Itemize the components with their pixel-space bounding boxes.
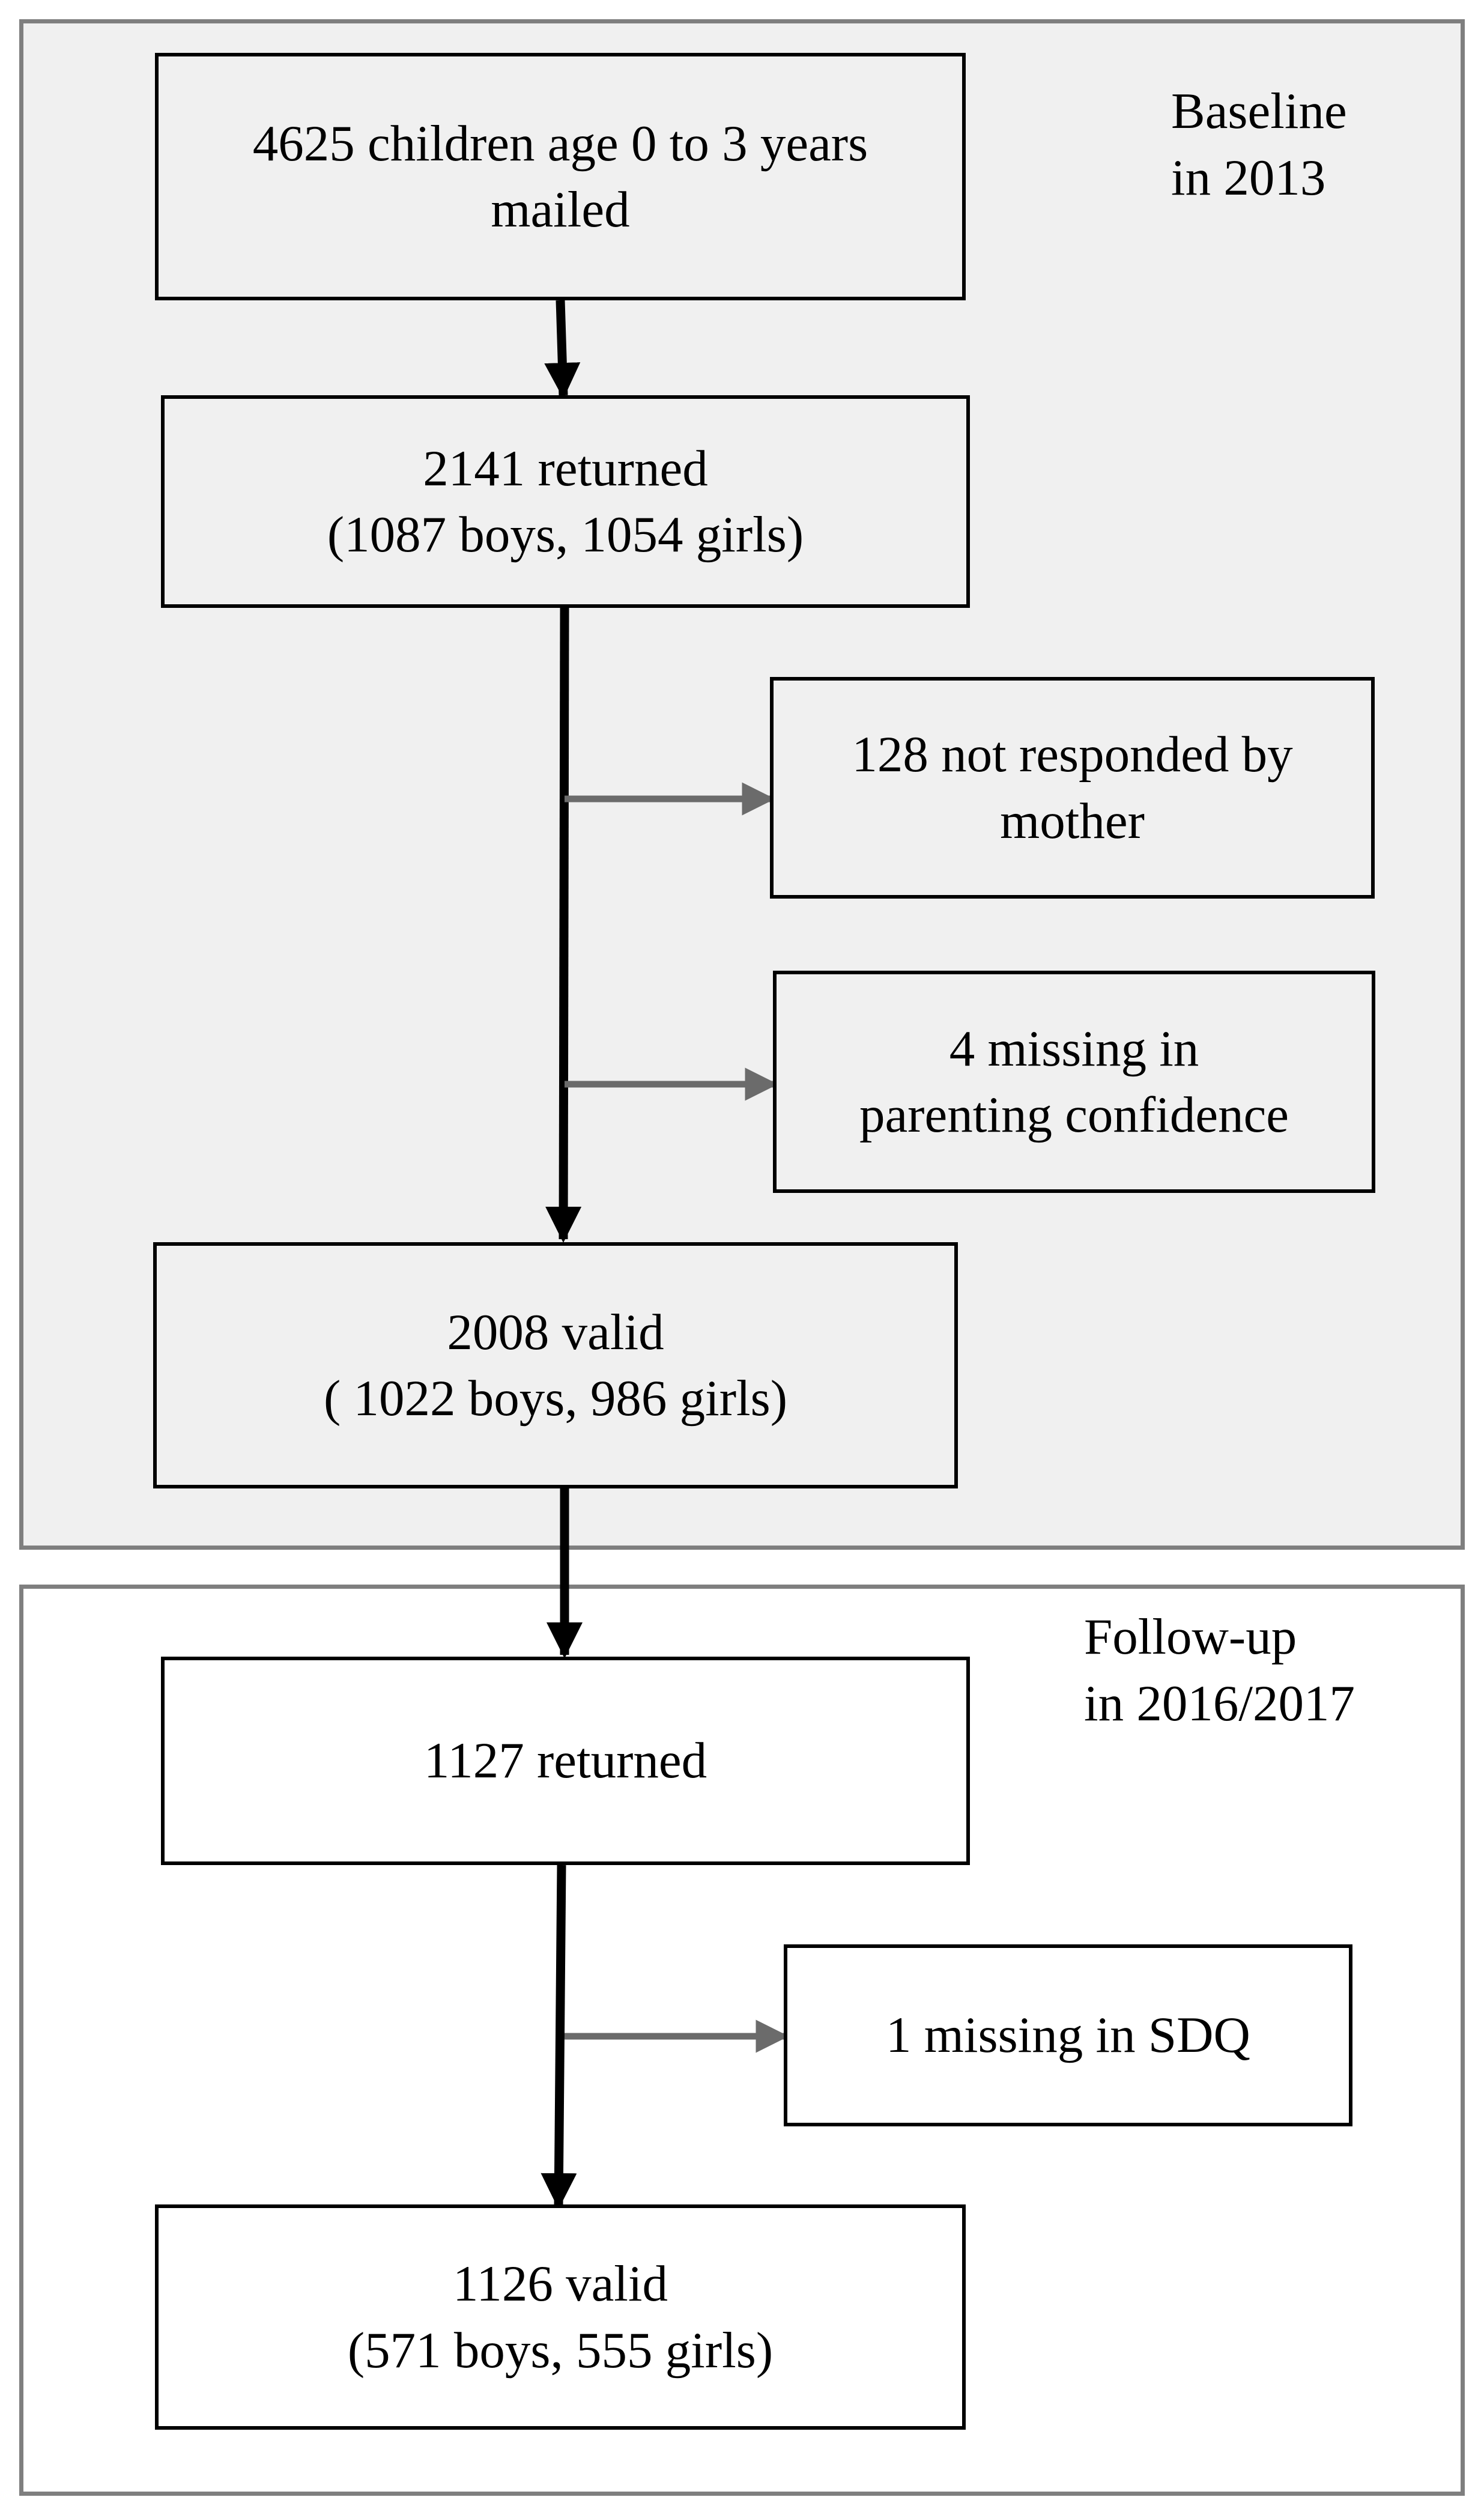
box-excluded-mother-line1: 128 not responded by bbox=[852, 726, 1293, 783]
followup-label-line1: Follow-up bbox=[1084, 1609, 1297, 1665]
box-excluded-confidence-line1: 4 missing in bbox=[949, 1020, 1199, 1077]
box-valid-followup-line1: 1126 valid bbox=[452, 2256, 668, 2312]
box-returned-2013-line2: (1087 boys, 1054 girls) bbox=[327, 506, 804, 563]
box-valid-2013: 2008 valid ( 1022 boys, 986 girls) bbox=[153, 1242, 958, 1488]
box-valid-2013-line1: 2008 valid bbox=[447, 1303, 664, 1361]
box-mailed: 4625 children age 0 to 3 years mailed bbox=[155, 53, 966, 300]
baseline-label-line1: Baseline bbox=[1171, 83, 1347, 139]
box-excluded-sdq: 1 missing in SDQ bbox=[784, 1944, 1352, 2126]
box-valid-followup-line2: (571 boys, 555 girls) bbox=[347, 2322, 774, 2379]
arrow-returned-to-valid bbox=[545, 607, 582, 1243]
followup-label: Follow-up in 2016/2017 bbox=[1084, 1604, 1355, 1737]
box-mailed-line2: mailed bbox=[491, 181, 630, 238]
box-mailed-line1: 4625 children age 0 to 3 years bbox=[252, 115, 868, 172]
box-excluded-confidence-line2: parenting confidence bbox=[859, 1087, 1289, 1143]
box-returned-followup-line1: 1127 returned bbox=[423, 1732, 707, 1789]
box-excluded-mother-line2: mother bbox=[1000, 792, 1145, 849]
baseline-label: Baseline in 2013 bbox=[1171, 78, 1347, 211]
arrow-mailed-to-returned bbox=[544, 300, 581, 399]
box-excluded-mother: 128 not responded by mother bbox=[770, 677, 1375, 899]
box-returned-2013: 2141 returned (1087 boys, 1054 girls) bbox=[161, 395, 970, 608]
arrow-followup-to-valid bbox=[541, 1864, 577, 2209]
baseline-label-line2: in 2013 bbox=[1171, 149, 1326, 206]
box-excluded-sdq-line1: 1 missing in SDQ bbox=[886, 2007, 1250, 2064]
box-valid-followup: 1126 valid (571 boys, 555 girls) bbox=[155, 2204, 966, 2430]
box-returned-followup: 1127 returned bbox=[161, 1657, 970, 1865]
followup-label-line2: in 2016/2017 bbox=[1084, 1675, 1355, 1732]
box-valid-2013-line2: ( 1022 boys, 986 girls) bbox=[323, 1370, 788, 1427]
box-returned-2013-line1: 2141 returned bbox=[423, 440, 708, 497]
box-excluded-confidence: 4 missing in parenting confidence bbox=[773, 971, 1375, 1193]
